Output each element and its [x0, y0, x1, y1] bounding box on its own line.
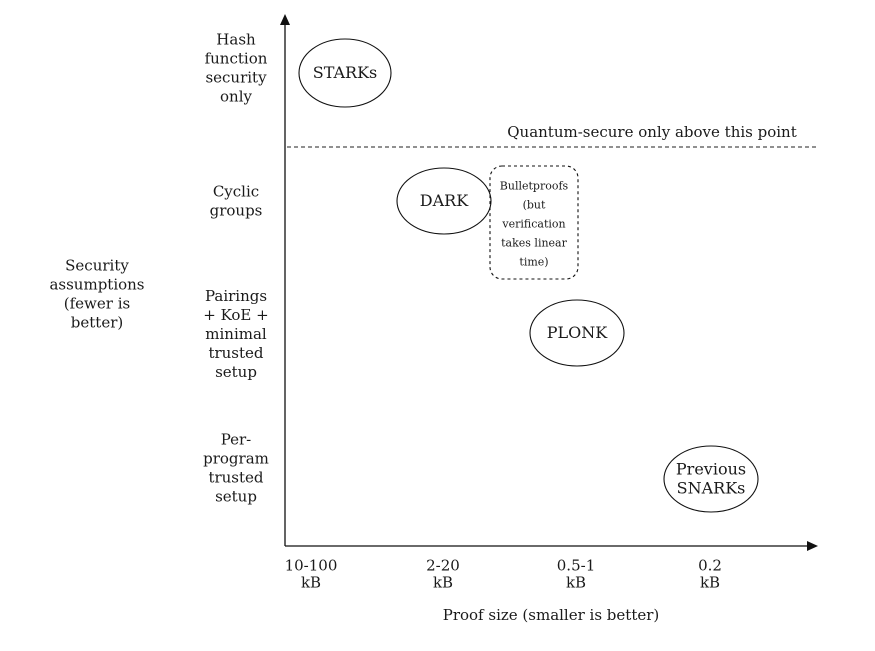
x-tick-label-0.5-1-line: kB [566, 574, 586, 592]
y-level-label-pairings-line: setup [215, 363, 257, 381]
quantum-threshold-label: Quantum-secure only above this point [507, 123, 797, 141]
bulletproofs-label: Bulletproofs (but verification takes linear… [500, 180, 569, 269]
x-tick-label-10-100-line: kB [301, 574, 321, 592]
y-level-label-per-program-line: trusted [208, 469, 263, 487]
x-axis-arrowhead [807, 541, 818, 551]
bulletproofs-label-line: takes linear [501, 237, 567, 250]
bulletproofs-label-line: time) [519, 256, 548, 269]
x-tick-label-2-20-line: kB [433, 574, 453, 592]
previous-snarks-label-line: SNARKs [677, 479, 746, 498]
y-level-label-pairings-line: minimal [205, 325, 267, 343]
y-axis-title-line: better) [71, 314, 123, 332]
x-tick-label-2-20-line: 2-20 [426, 557, 460, 575]
y-axis-arrowhead [280, 14, 290, 25]
previous-snarks-ellipse [663, 445, 759, 513]
starks-label-line: STARKs [313, 63, 378, 82]
y-level-label-per-program-line: setup [215, 488, 257, 506]
starks-ellipse [298, 38, 392, 108]
dark-label-line: DARK [420, 191, 469, 210]
y-level-label-cyclic-line: groups [210, 202, 263, 220]
y-level-label-cyclic-line: Cyclic [213, 183, 259, 201]
bulletproofs-box [489, 165, 579, 280]
starks-label: STARKs [313, 63, 378, 82]
plonk-label: PLONK [547, 323, 609, 342]
plonk-label-line: PLONK [547, 323, 609, 342]
x-tick-label-0.2-line: kB [700, 574, 720, 592]
y-axis-title-line: assumptions [49, 276, 144, 294]
y-level-label-per-program-line: program [203, 450, 269, 468]
y-level-label-pairings-line: + KoE + [203, 306, 268, 324]
x-axis-title: Proof size (smaller is better) [443, 606, 660, 624]
y-level-label-hash-line: function [205, 50, 268, 68]
y-level-label-hash-line: only [220, 88, 252, 106]
x-tick-label-0.2-line: 0.2 [698, 557, 722, 575]
y-level-label-pairings-line: trusted [208, 344, 263, 362]
y-level-label-hash-line: Hash [216, 31, 256, 49]
previous-snarks-label-line: Previous [676, 460, 746, 479]
dark-ellipse [396, 167, 492, 235]
y-level-label-per-program-line: Per- [221, 431, 252, 449]
bulletproofs-label-line: (but [523, 199, 546, 212]
y-axis-title-line: Security [65, 257, 129, 275]
x-tick-label-10-100-line: 10-100 [285, 557, 338, 575]
dark-label: DARK [420, 191, 469, 210]
x-tick-label-0.5-1-line: 0.5-1 [557, 557, 595, 575]
y-level-label-hash-line: security [205, 69, 267, 87]
bulletproofs-label-line: Bulletproofs [500, 180, 569, 193]
plonk-ellipse [529, 299, 625, 367]
bulletproofs-label-line: verification [501, 218, 565, 231]
y-axis-title-line: (fewer is [64, 295, 130, 313]
y-level-label-pairings-line: Pairings [205, 287, 267, 305]
